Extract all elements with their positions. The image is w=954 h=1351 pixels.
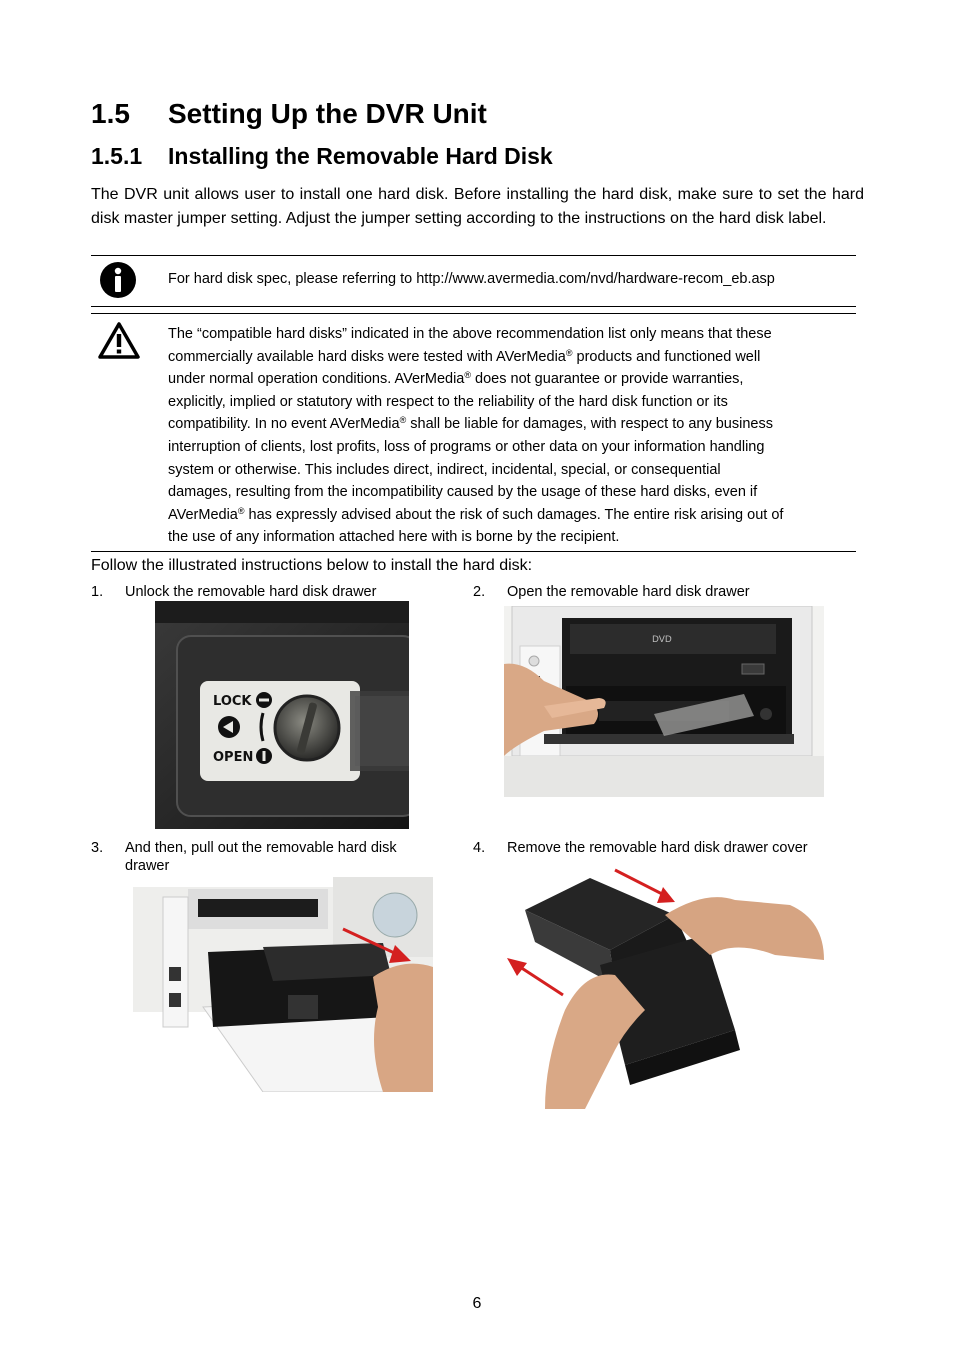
warning-text: The “compatible hard disks” indicated in… bbox=[168, 323, 858, 549]
note-bottom-rule bbox=[91, 306, 856, 307]
warning-line: commercially available hard disks were t… bbox=[168, 347, 761, 365]
warning-line: interruption of clients, lost profits, l… bbox=[168, 438, 765, 455]
step-text: Remove the removable hard disk drawer co… bbox=[507, 840, 808, 856]
info-icon bbox=[100, 262, 136, 298]
warning-line: explicitly, implied or statutory with re… bbox=[168, 393, 728, 410]
subsection-heading: 1.5.1 Installing the Removable Hard Disk bbox=[91, 143, 553, 170]
svg-text:DVD: DVD bbox=[652, 635, 672, 645]
step-text: Open the removable hard disk drawer bbox=[507, 584, 750, 600]
photo-open-drawer: DVD bbox=[504, 606, 824, 797]
subsection-title: Installing the Removable Hard Disk bbox=[168, 143, 553, 169]
warning-line: The “compatible hard disks” indicated in… bbox=[168, 326, 772, 342]
step-3: 3. And then, pull out the removable hard… bbox=[91, 839, 436, 879]
note-text: For hard disk spec, please referring to … bbox=[168, 271, 775, 287]
page-number: 6 bbox=[472, 1295, 482, 1312]
warning-icon bbox=[97, 321, 141, 361]
follow-instructions: Follow the illustrated instructions belo… bbox=[91, 557, 533, 574]
step-number: 3. bbox=[91, 840, 104, 856]
warning-line: system or otherwise. This includes direc… bbox=[168, 461, 721, 478]
warning-bottom-rule bbox=[91, 551, 856, 552]
section-number: 1.5 bbox=[91, 98, 130, 129]
step-text: Unlock the removable hard disk drawer bbox=[125, 584, 377, 600]
svg-text:LOCK: LOCK bbox=[213, 694, 252, 709]
photo-remove-drawer-cover bbox=[505, 860, 824, 1109]
photo-pull-out-drawer bbox=[133, 877, 433, 1092]
intro-paragraph: The DVR unit allows user to install one … bbox=[91, 186, 864, 227]
warning-line: compatibility. In no event AVerMedia® sh… bbox=[168, 415, 773, 433]
step-number: 4. bbox=[473, 840, 486, 856]
warning-top-rule bbox=[91, 313, 856, 314]
warning-line: under normal operation conditions. AVerM… bbox=[168, 370, 744, 388]
note-top-rule bbox=[91, 255, 856, 256]
section-title: Setting Up the DVR Unit bbox=[168, 98, 487, 129]
warning-line: AVerMedia® has expressly advised about t… bbox=[168, 505, 784, 523]
svg-text:OPEN: OPEN bbox=[213, 750, 253, 765]
warning-line: damages, resulting from the incompatibil… bbox=[168, 484, 758, 501]
subsection-number: 1.5.1 bbox=[91, 143, 143, 169]
warning-line: the use of any information attached here… bbox=[168, 529, 620, 546]
step-number: 1. bbox=[91, 584, 104, 600]
photo-unlock-drawer: LOCK OPEN bbox=[155, 601, 409, 829]
section-heading: 1.5 Setting Up the DVR Unit bbox=[91, 98, 487, 130]
step-text: And then, pull out the removable hard di… bbox=[125, 840, 397, 874]
step-number: 2. bbox=[473, 584, 486, 600]
